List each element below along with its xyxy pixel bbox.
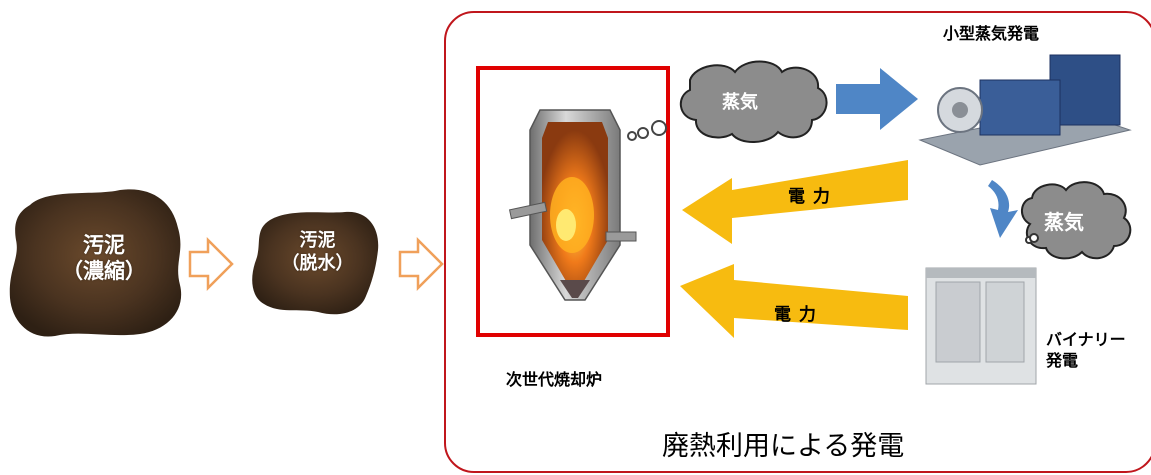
binary-power-unit	[925, 267, 1037, 385]
binary-label: バイナリー 発電	[1046, 330, 1126, 372]
bubble-mid	[637, 127, 649, 139]
curved-steam-arrow	[988, 180, 1018, 238]
sludge-concentrated-label: 汚泥 （濃縮）	[54, 232, 154, 285]
steam-cloud-right	[1021, 181, 1132, 260]
sludge-dewatered-line1: 汚泥	[299, 230, 336, 251]
steam-cloud-top	[680, 60, 828, 143]
power-upper-label: 電 力	[788, 187, 831, 207]
sludge-dewatered-line2: （脱水）	[281, 252, 354, 274]
steam-arrow	[836, 68, 918, 130]
steam-turbine-machine	[918, 54, 1132, 166]
steam-turbine-title: 小型蒸気発電	[943, 24, 1040, 43]
binary-label-line2: 発電	[1046, 350, 1079, 370]
furnace-highlight-frame	[476, 66, 670, 337]
hollow-arrow-1	[188, 236, 234, 292]
bubble-small	[627, 131, 637, 141]
power-lower-label: 電 力	[774, 305, 817, 325]
waste-heat-panel	[444, 11, 1151, 473]
hollow-arrow-2	[398, 236, 444, 292]
binary-label-line1: バイナリー	[1046, 330, 1126, 349]
sludge-concentrated-shape	[9, 189, 182, 337]
steam-cloud-top-label: 蒸気	[722, 92, 758, 113]
power-arrow-lower	[680, 264, 908, 338]
steam-cloud-right-label: 蒸気	[1044, 210, 1084, 234]
bubble-large	[651, 120, 667, 136]
sludge-concentrated-line2: （濃縮）	[62, 259, 146, 284]
footer-title: 廃熱利用による発電	[662, 431, 905, 462]
sludge-concentrated-line1: 汚泥	[83, 233, 125, 257]
power-arrow-upper	[682, 160, 908, 244]
furnace-label: 次世代焼却炉	[506, 370, 603, 389]
sludge-dewatered-label: 汚泥 （脱水）	[270, 230, 365, 275]
sludge-dewatered-shape	[252, 211, 379, 315]
